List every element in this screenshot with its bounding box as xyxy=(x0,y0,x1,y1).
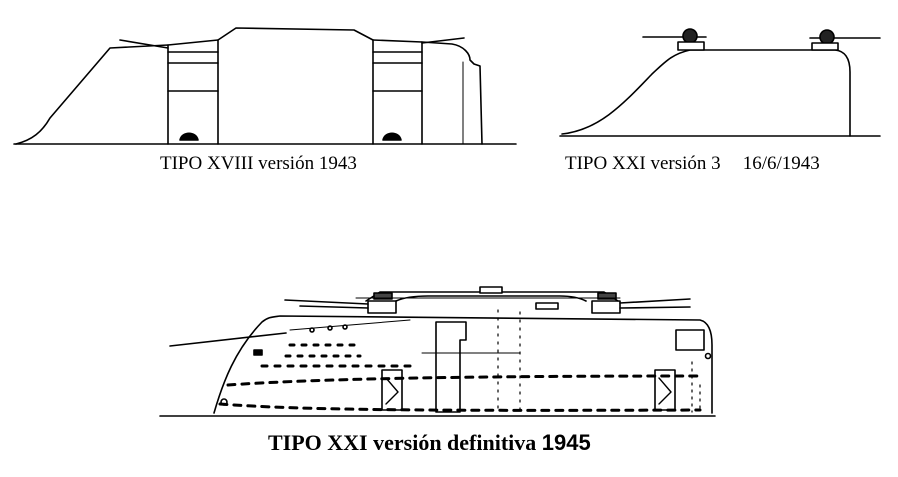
tipo-xviii-fore-hatch xyxy=(179,132,199,141)
tipo-xviii-aft-tower xyxy=(372,39,423,145)
tipo-xxi-final-aft-turret xyxy=(591,300,621,314)
tipo-xxi-final-fore-barrel-2 xyxy=(299,305,369,309)
tipo-xviii-fore-gun-barrel xyxy=(119,39,169,49)
tipo-xviii-fore-tower xyxy=(167,39,219,145)
tipo-xviii-bridge-roof xyxy=(217,27,374,41)
tipo-xxi-v3-caption-date: 16/6/1943 xyxy=(742,153,820,174)
tipo-xviii-fore-fairing xyxy=(15,44,169,145)
tipo-xxi-v3-aft-gun-turret xyxy=(819,29,835,45)
tipo-xxi-final-door xyxy=(435,321,467,413)
tipo-xxi-final-caption-main: TIPO XXI versión definitiva xyxy=(268,430,537,455)
tipo-xxi-final-fairing xyxy=(213,315,713,414)
tipo-xxi-final-deck-dash-2 xyxy=(218,402,702,412)
tipo-xviii-aft-hatch xyxy=(382,132,402,141)
tipo-xxi-final-caption-year: 1945 xyxy=(541,430,591,455)
tipo-xxi-v3-caption-main: TIPO XXI versión 3 xyxy=(565,153,721,174)
tipo-xviii-caption: TIPO XVIII versión 1943 xyxy=(160,153,357,174)
tipo-xxi-v3-caption: TIPO XXI versión 3 16/6/1943 xyxy=(565,153,820,175)
tipo-xviii-aft-gun-barrel xyxy=(421,37,465,44)
tipo-xxi-v3-fore-gun-turret xyxy=(682,28,698,44)
tipo-xxi-final-aft-barrel-2 xyxy=(619,306,691,309)
tipo-xxi-final-snorkel xyxy=(169,332,287,347)
tipo-xxi-final-aft-barrel-1 xyxy=(619,298,691,304)
tipo-xxi-final-aft-rack xyxy=(654,369,676,411)
tipo-xxi-v3-drawing xyxy=(559,28,881,137)
tipo-xviii-aft-fairing xyxy=(421,41,483,145)
tipo-xxi-final-aft-box xyxy=(675,329,705,351)
tipo-xxi-final-fore-barrel-1 xyxy=(284,299,369,305)
tipo-xxi-final-deck-dash-1 xyxy=(226,374,702,387)
tipo-xxi-final-fore-rack xyxy=(381,369,403,411)
tipo-xxi-v3-fairing xyxy=(561,49,851,137)
tipo-xxi-final-drawing xyxy=(159,286,716,417)
tipo-xxi-final-fore-turret xyxy=(367,300,397,314)
tipo-xxi-final-caption: TIPO XXI versión definitiva 1945 xyxy=(268,430,591,456)
tipo-xviii-drawing xyxy=(13,27,517,145)
